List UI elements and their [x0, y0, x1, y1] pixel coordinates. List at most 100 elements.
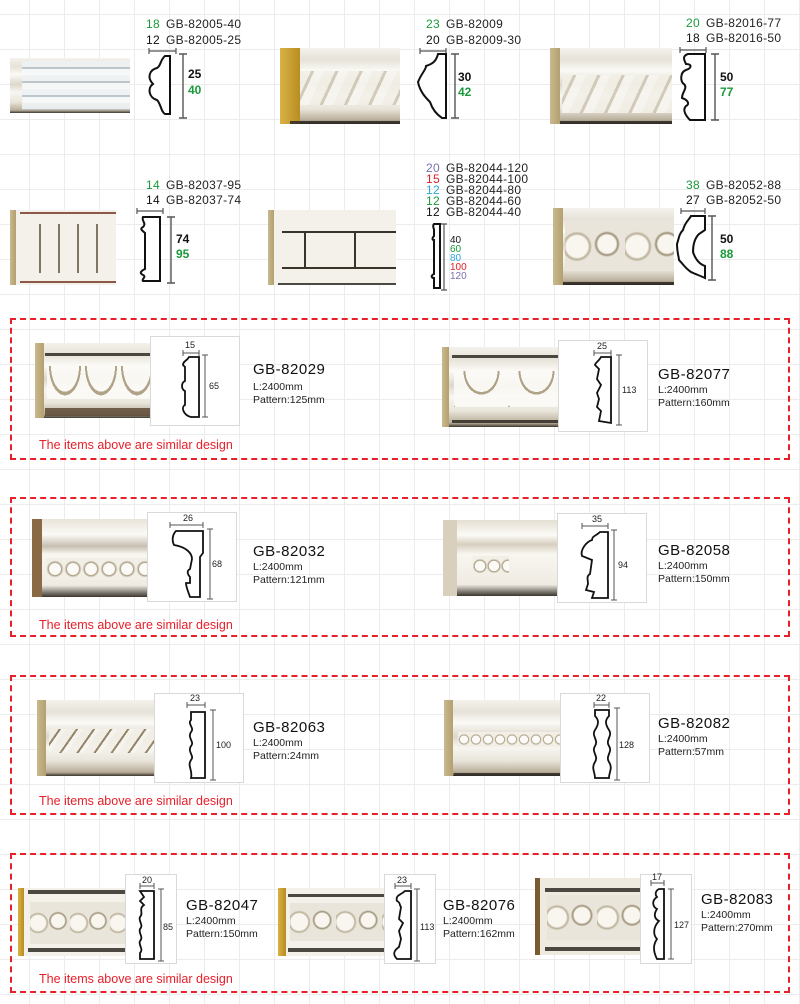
variant-code: GB-82052-50	[706, 193, 782, 207]
molding-end-cap	[553, 208, 563, 285]
molding-end-cap	[278, 888, 286, 956]
profile-card-gb-82082: 22 128	[560, 693, 650, 783]
profile-height-label: 85	[163, 922, 174, 932]
product-length: L:2400mm	[253, 737, 303, 749]
molding-top-band	[288, 894, 386, 897]
profile-card-gb-82077: 25 113	[558, 340, 648, 432]
molding-bottom-band	[28, 948, 126, 952]
variant-code: GB-82044-120	[446, 161, 529, 175]
similar-design-note: The items above are similar design	[39, 618, 233, 632]
rope-pattern	[562, 74, 672, 113]
profile-drawing-gb-82047	[138, 883, 164, 962]
bow-swag-pattern	[454, 371, 560, 407]
leaf-pattern	[22, 60, 130, 111]
molding-end-cap	[35, 343, 44, 418]
product-code: GB-82082	[658, 715, 731, 732]
profile-height-label: 68	[212, 559, 223, 569]
product-pattern: Pattern:160mm	[658, 397, 730, 409]
profile-height-label: 94	[618, 560, 629, 570]
molding-photo-gb-82037	[10, 210, 116, 285]
molding-photo-gb-82029	[35, 343, 150, 418]
profile-drawing-gb-82005	[143, 48, 193, 122]
profile-drawing-gb-82052	[675, 208, 720, 284]
molding-photo-gb-82016	[550, 48, 672, 124]
profile-width-label: 26	[183, 513, 194, 523]
variant-width: 12	[146, 33, 160, 47]
profile-width-label: 23	[190, 693, 201, 703]
variant-code: GB-82037-95	[166, 178, 242, 192]
molding-bottom-band	[288, 948, 386, 952]
height-value: 40	[188, 83, 202, 97]
variant-width: 20	[686, 16, 700, 30]
product-code: GB-82058	[658, 542, 731, 559]
molding-photo-gb-82076	[278, 888, 386, 956]
molding-top-band	[20, 212, 116, 214]
molding-bottom-band	[452, 420, 560, 423]
cross-ornament-pattern	[565, 221, 674, 272]
product-length: L:2400mm	[186, 915, 236, 927]
product-length: L:2400mm	[658, 560, 708, 572]
product-pattern: Pattern:150mm	[186, 928, 258, 940]
product-length: L:2400mm	[253, 561, 303, 573]
bead-pattern	[458, 731, 562, 748]
product-code: GB-82029	[253, 361, 326, 378]
similar-design-note: The items above are similar design	[39, 438, 233, 452]
molding-end-cap	[268, 210, 274, 285]
profile-height-label: 127	[674, 920, 690, 930]
variant-code: GB-82037-74	[166, 193, 242, 207]
product-code: GB-82032	[253, 543, 326, 560]
profile-card-gb-82058: 35 94	[557, 513, 647, 603]
profile-height-label: 65	[209, 381, 220, 391]
profile-drawing-gb-82082	[592, 702, 620, 781]
variant-width: 12	[426, 194, 440, 208]
molding-photo-gb-82077	[442, 347, 560, 427]
variant-code: GB-82005-25	[166, 33, 242, 47]
acanthus-scroll-pattern	[30, 901, 126, 944]
flute-pattern	[30, 223, 110, 273]
molding-end-cap	[10, 210, 16, 285]
profile-width-label: 15	[185, 340, 196, 350]
variant-code: GB-82005-40	[166, 17, 242, 31]
variant-line: 12 GB-82005-25	[140, 33, 241, 47]
similar-design-group-2	[10, 497, 790, 637]
product-code: GB-82077	[658, 366, 731, 383]
molding-photo-gb-82044	[268, 210, 396, 285]
variant-code: GB-82009	[446, 17, 504, 31]
profile-drawing-gb-82058	[580, 523, 617, 601]
molding-shadow-band	[560, 121, 672, 124]
twist-pattern	[300, 70, 400, 105]
profile-width-label: 23	[397, 875, 408, 885]
height-value: 88	[720, 247, 734, 261]
height-value: 100	[450, 262, 467, 273]
variant-width: 12	[426, 183, 440, 197]
molding-photo-gb-82032	[32, 519, 148, 597]
molding-top-band	[545, 888, 647, 892]
acanthus-scroll-pattern	[547, 894, 647, 940]
molding-end-cap	[442, 347, 449, 427]
variant-line: 20 GB-82016-77	[680, 16, 781, 30]
molding-photo-gb-82005	[10, 58, 130, 113]
variant-width: 12	[426, 205, 440, 219]
molding-end-cap	[444, 700, 453, 776]
product-code: GB-82076	[443, 897, 516, 914]
molding-end-cap	[550, 48, 560, 124]
molding-end-cap	[443, 520, 457, 596]
molding-photo-gb-82058	[443, 520, 559, 596]
variant-code: GB-82016-77	[706, 16, 782, 30]
height-value: 30	[458, 70, 472, 84]
profile-width-label: 20	[142, 875, 153, 885]
similar-design-group-3	[10, 675, 790, 815]
profile-drawing-gb-82029	[181, 350, 208, 418]
circle-bead-pattern	[473, 556, 509, 577]
molding-photo-gb-82082	[444, 700, 562, 776]
molding-end-cap	[37, 700, 46, 776]
product-code: GB-82063	[253, 719, 326, 736]
profile-drawing-gb-82077	[593, 350, 622, 426]
product-code: GB-82083	[701, 891, 774, 908]
